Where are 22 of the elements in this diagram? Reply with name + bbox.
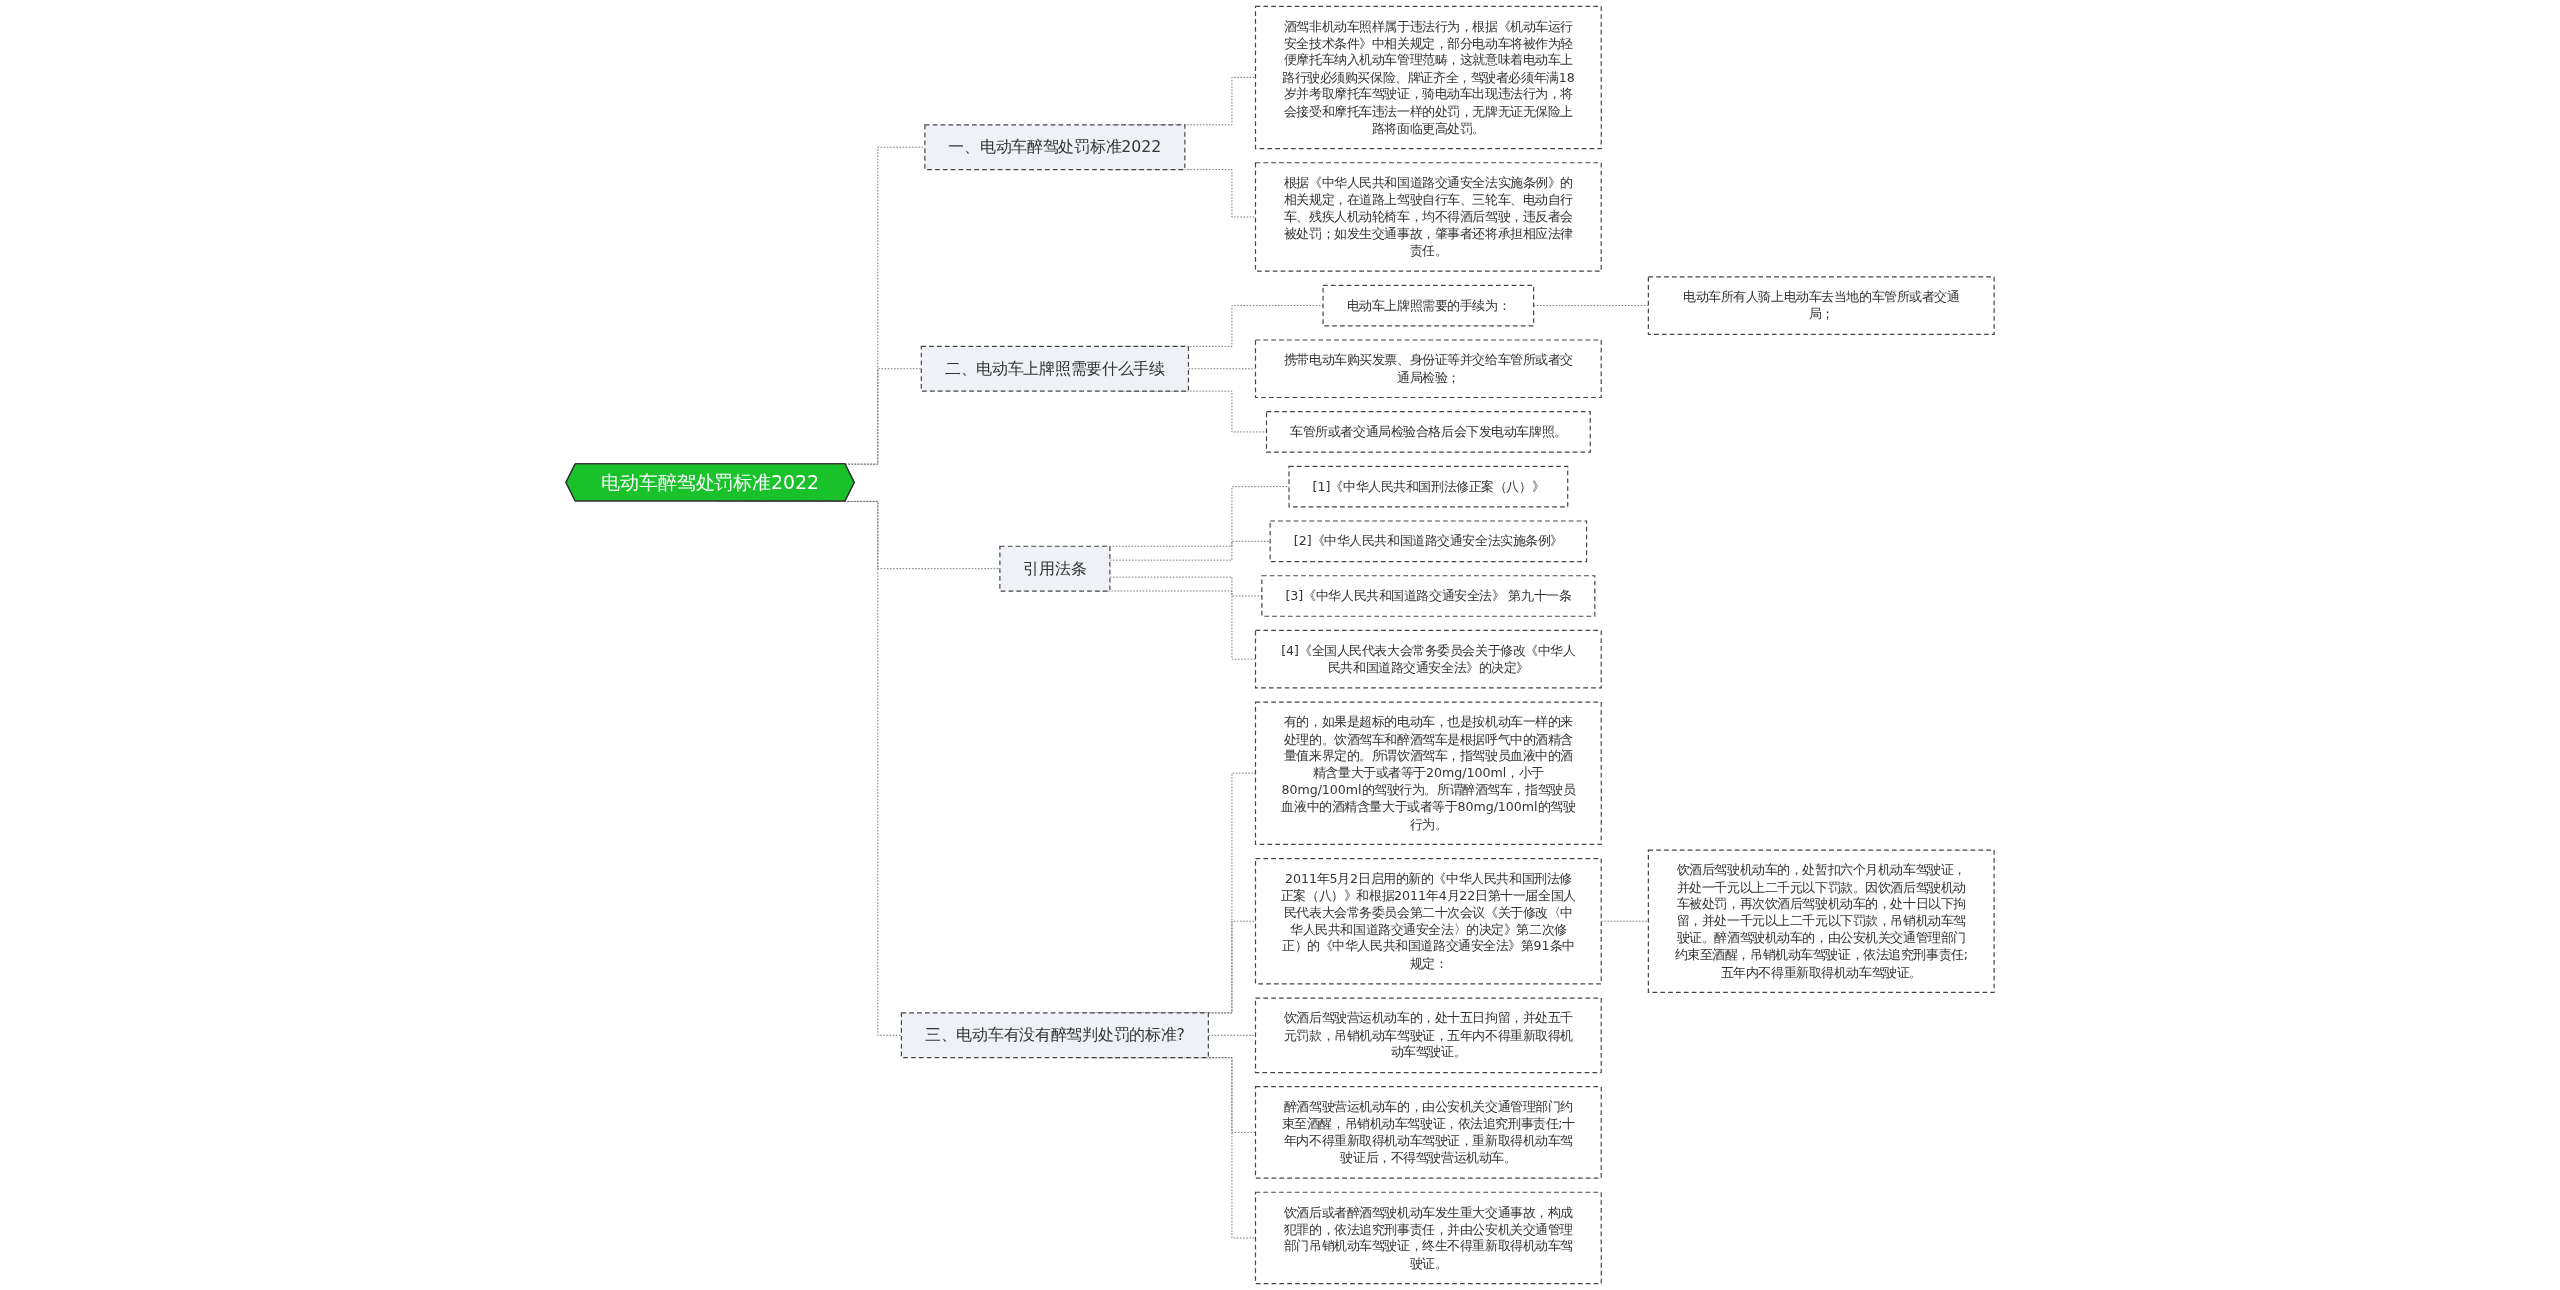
connector [1188, 368, 1256, 370]
node-box: 引用法条 [999, 545, 1111, 592]
node-box: [4]《全国人民代表大会常务委员会关于修改《中华人民共和国道路交通安全法》的决定》 [1254, 629, 1602, 689]
node-box: [2]《中华人民共和国道路交通安全法实施条例》 [1269, 520, 1588, 563]
node-box: 三、电动车有没有醉驾判处罚的标准? [900, 1012, 1209, 1059]
node-box: 饮酒后驾驶机动车的，处暂扣六个月机动车驾驶证，并处一千元以上二千元以下罚款。因饮酒后驾驶机动车被处罚，再次饮酒后驾驶机动车的，处十日以下拘留，并处一千元以上二千元以下罚款，吊销机动车驾驶证。醉酒驾驶机动车的，由公安机关交通管理部门约束至酒醒，吊销机动车驾驶证，依法追究刑事责任;五年内不得重新取得机动车驾驶证。 [1647, 849, 1995, 993]
node-box: [3]《中华人民共和国道路交通安全法》 第九十一条 [1261, 575, 1596, 617]
node-box: 饮酒后或者醉酒驾驶机动车发生重大交通事故，构成犯罪的，依法追究刑事责任，并由公安机关交通管理部门吊销机动车驾驶证，终生不得重新取得机动车驾驶证。 [1254, 1191, 1602, 1285]
node-box: [1]《中华人民共和国刑法修正案（八）》 [1288, 465, 1569, 508]
node-box: 酒驾非机动车照样属于违法行为，根据《机动车运行安全技术条件》中相关规定，部分电动车将被作为轻便摩托车纳入机动车管理范畴，这就意味着电动车上路行驶必须购买保险、牌证齐全，驾驶者必须年满18岁并考取摩托车驾驶证，骑电动车出现违法行为，将会接受和摩托车违法一样的处罚，无牌无证无保险上路将面临更高处罚。 [1254, 5, 1602, 150]
node-box: 电动车所有人骑上电动车去当地的车管所或者交通局； [1647, 276, 1995, 335]
node-box: 一、电动车醉驾处罚标准2022 [924, 124, 1186, 171]
node-box: 有的，如果是超标的电动车，也是按机动车一样的来处理的。饮酒驾车和醉酒驾车是根据呼气中的酒精含量值来界定的。所谓饮酒驾车，指驾驶员血液中的酒精含量大于或者等于20mg/100ml，小于80mg/100ml的驾驶行为。所谓醉酒驾车，指驾驶员血液中的酒精含量大于或者等于80mg/100ml的驾驶行为。 [1254, 701, 1602, 845]
node-box: 饮酒后驾驶营运机动车的，处十五日拘留，并处五千元罚款，吊销机动车驾驶证，五年内不得重新取得机动车驾驶证。 [1254, 997, 1602, 1074]
connector [1533, 305, 1649, 306]
node-box: 电动车上牌照需要的手续为： [1322, 284, 1535, 327]
node-box: 醉酒驾驶营运机动车的，由公安机关交通管理部门约束至酒醒，吊销机动车驾驶证，依法追究刑事责任;十年内不得重新取得机动车驾驶证，重新取得机动车驾驶证后，不得驾驶营运机动车。 [1254, 1086, 1602, 1179]
node-box: 二、电动车上牌照需要什么手续 [920, 345, 1190, 392]
node-box: 携带电动车购买发票、身份证等并交给车管所或者交通局检验； [1254, 339, 1602, 399]
node-box: 根据《中华人民共和国道路交通安全法实施条例》的相关规定，在道路上驾驶自行车、三轮车、电动自行车、残疾人机动轮椅车，均不得酒后驾驶，违反者会被处罚；如发生交通事故，肇事者还将承担相应法律责任。 [1254, 162, 1602, 272]
node-box: 车管所或者交通局检验合格后会下发电动车牌照。 [1265, 411, 1591, 453]
node-box: 2011年5月2日启用的新的《中华人民共和国刑法修正案（八）》和根据2011年4月22日第十一届全国人民代表大会常务委员会第二十次会议《关于修改〈中华人民共和国道路交通安全法〉的决定》第二次修正）的《中华人民共和国道路交通安全法》第91条中规定： [1254, 857, 1602, 985]
